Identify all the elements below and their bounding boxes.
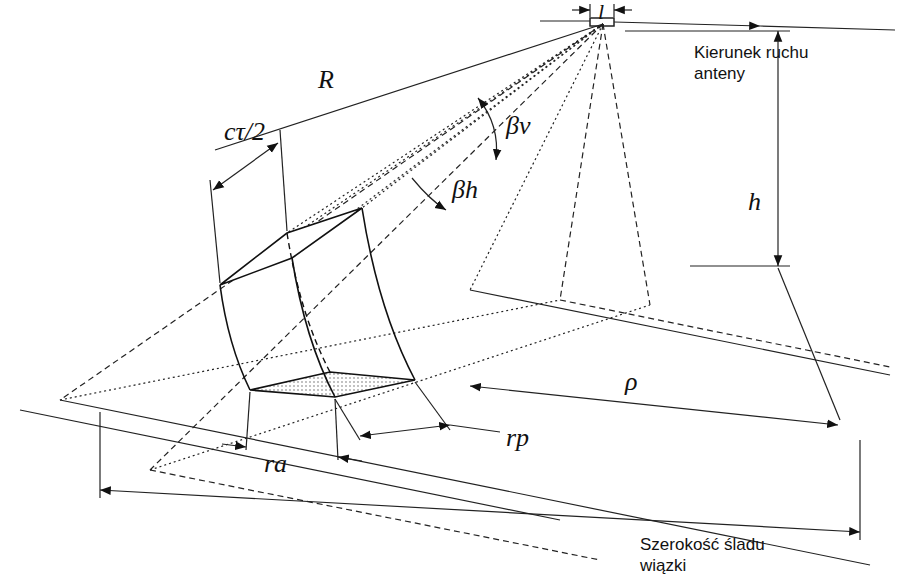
pulse-length: cτ/2 [224,118,265,147]
antenna-length: l [598,0,604,24]
range-resolution: rp [506,424,529,453]
horizontal-beamwidth: βh [452,176,478,205]
slant-range: R [318,66,334,95]
direction-note: Kierunek ruchu anteny [694,42,844,84]
height: h [748,188,761,217]
swath-note: Szerokość śladu wiązki [640,534,815,576]
azimuth-resolution: ra [264,450,287,479]
vertical-beamwidth: βv [506,112,531,141]
ground-range: ρ [625,368,637,397]
